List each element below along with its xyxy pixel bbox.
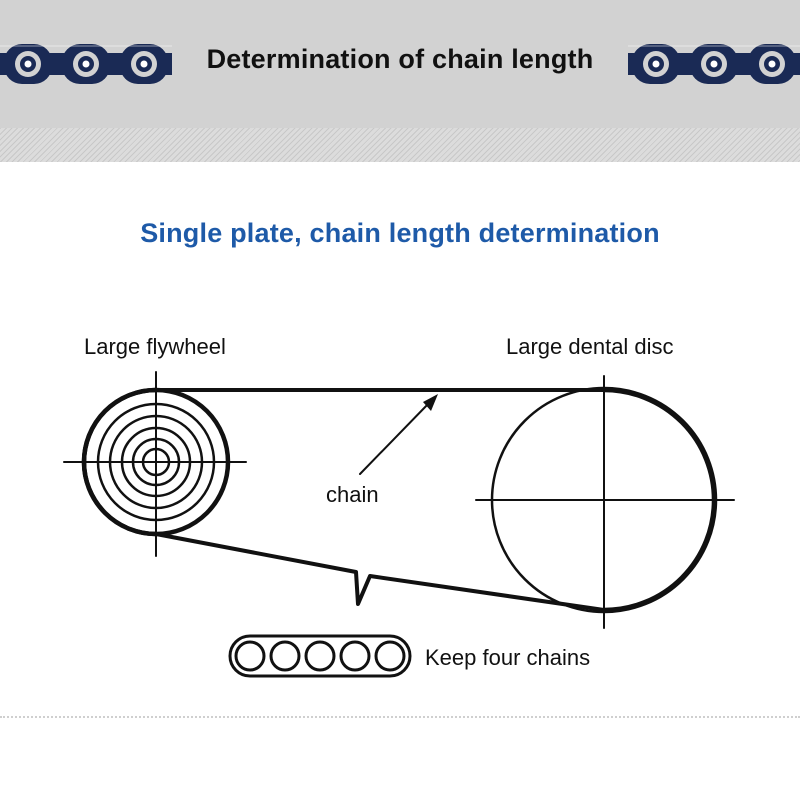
header-stripes bbox=[0, 128, 800, 162]
roller-chain-icon bbox=[628, 44, 800, 84]
page-title: Determination of chain length bbox=[206, 44, 594, 74]
chain-drive-diagram bbox=[63, 371, 735, 678]
bottom-divider bbox=[0, 716, 800, 718]
chain-right-wrap bbox=[601, 387, 717, 613]
diagram-subtitle: Single plate, chain length determination bbox=[140, 218, 660, 248]
chain-links-icon bbox=[228, 634, 412, 678]
keep-four-chains-label: Keep four chains bbox=[425, 645, 591, 670]
chain-left-wrap bbox=[81, 387, 159, 537]
chain-pointer-arrowhead bbox=[423, 394, 438, 411]
chain-label: chain bbox=[326, 482, 379, 507]
roller-chain-icon bbox=[0, 44, 172, 84]
chain-pointer-line bbox=[359, 401, 431, 475]
large-flywheel-label: Large flywheel bbox=[84, 334, 226, 359]
chain-bottom-run bbox=[154, 532, 606, 612]
large-dental-disc-label: Large dental disc bbox=[506, 334, 674, 359]
